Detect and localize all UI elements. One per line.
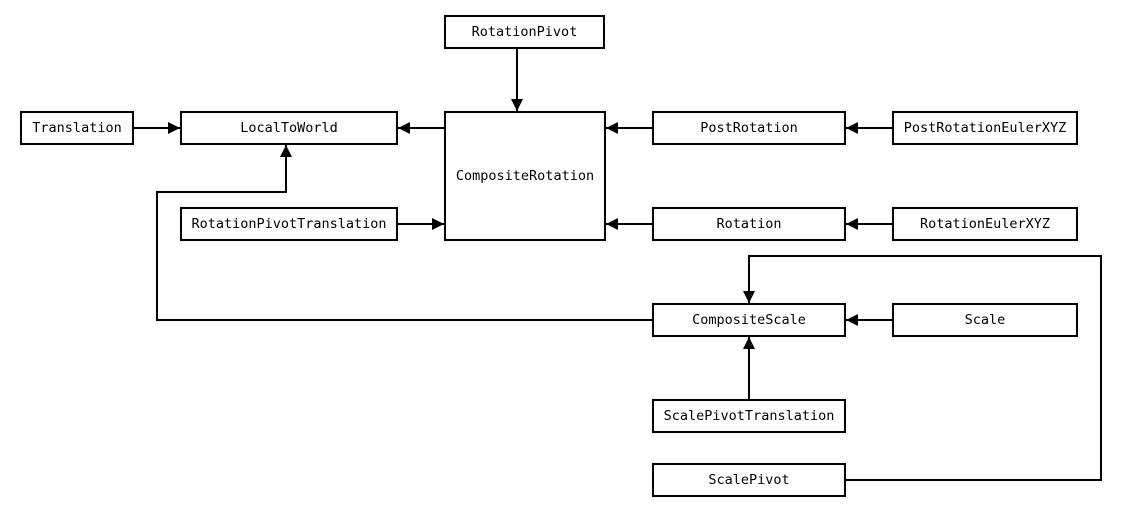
node-translation: Translation: [20, 111, 134, 145]
node-label-rotation-pivot: RotationPivot: [472, 24, 578, 40]
node-rotation-pivot: RotationPivot: [444, 15, 605, 49]
node-rotation: Rotation: [652, 207, 846, 241]
node-rotation-euler-xyz: RotationEulerXYZ: [892, 207, 1078, 241]
node-local-to-world: LocalToWorld: [180, 111, 398, 145]
node-label-rotation: Rotation: [716, 216, 781, 232]
node-label-rotation-euler-xyz: RotationEulerXYZ: [920, 216, 1050, 232]
node-label-post-rotation: PostRotation: [700, 120, 798, 136]
node-label-composite-rotation: CompositeRotation: [456, 168, 594, 184]
node-composite-scale: CompositeScale: [652, 303, 846, 337]
node-label-scale: Scale: [965, 312, 1006, 328]
edge-scale-pivot-to-composite-scale: [743, 255, 1102, 481]
node-scale-pivot: ScalePivot: [652, 463, 846, 497]
node-scale: Scale: [892, 303, 1078, 337]
node-post-rotation: PostRotation: [652, 111, 846, 145]
node-post-rotation-euler-xyz: PostRotationEulerXYZ: [892, 111, 1078, 145]
node-scale-pivot-translation: ScalePivotTranslation: [652, 399, 846, 433]
edge-composite-scale-to-local-to-world: [156, 145, 653, 321]
node-label-translation: Translation: [32, 120, 121, 136]
node-composite-rotation: CompositeRotation: [444, 111, 606, 241]
node-label-post-rotation-euler-xyz: PostRotationEulerXYZ: [904, 120, 1067, 136]
node-label-composite-scale: CompositeScale: [692, 312, 806, 328]
node-label-scale-pivot: ScalePivot: [708, 472, 789, 488]
node-label-scale-pivot-translation: ScalePivotTranslation: [664, 408, 835, 424]
edges: [133, 48, 1102, 481]
node-label-local-to-world: LocalToWorld: [240, 120, 338, 136]
node-rotation-pivot-translation: RotationPivotTranslation: [180, 207, 398, 241]
node-label-rotation-pivot-translation: RotationPivotTranslation: [191, 216, 386, 232]
